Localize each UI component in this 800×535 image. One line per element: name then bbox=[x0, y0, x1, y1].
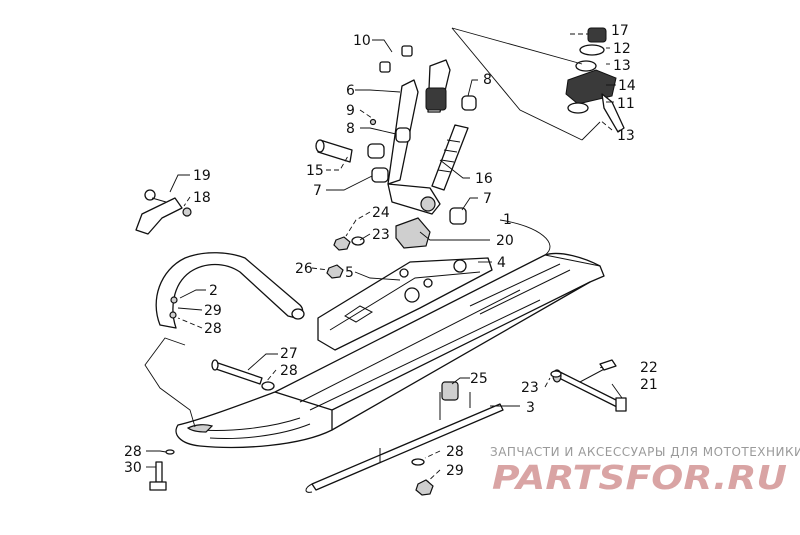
callout-24: 24 bbox=[372, 205, 390, 221]
spindle-housing bbox=[317, 257, 493, 351]
bushings bbox=[315, 45, 477, 225]
callout-labels: 10 6 9 8 8 15 7 7 16 17 12 13 14 11 13 1… bbox=[124, 23, 658, 479]
ski-body bbox=[175, 252, 605, 449]
ski-loop-handle bbox=[155, 252, 305, 329]
spring-link bbox=[431, 124, 469, 191]
callout-17: 17 bbox=[611, 23, 629, 39]
watermark-logo: PARTSFOR.RU bbox=[492, 458, 787, 497]
callout-13: 13 bbox=[613, 58, 631, 74]
callout-19: 19 bbox=[193, 168, 211, 184]
handle-bracket bbox=[135, 189, 192, 235]
callout-10: 10 bbox=[353, 33, 371, 49]
watermark: ЗАПЧАСТИ И АКСЕССУАРЫ ДЛЯ МОТОТЕХНИКИ PA… bbox=[490, 445, 800, 497]
callout-29: 29 bbox=[446, 463, 464, 479]
callout-28: 28 bbox=[124, 444, 142, 460]
callout-6: 6 bbox=[346, 83, 355, 99]
callout-3: 3 bbox=[526, 400, 535, 416]
callout-8: 8 bbox=[483, 72, 492, 88]
callout-12: 12 bbox=[613, 41, 631, 57]
callout-4: 4 bbox=[497, 255, 506, 271]
callout-29: 29 bbox=[204, 303, 222, 319]
callout-13: 13 bbox=[617, 128, 635, 144]
callout-18: 18 bbox=[193, 190, 211, 206]
callout-30: 30 bbox=[124, 460, 142, 476]
callout-21: 21 bbox=[640, 377, 658, 393]
callout-23: 23 bbox=[372, 227, 390, 243]
callout-14: 14 bbox=[618, 78, 636, 94]
callout-28: 28 bbox=[280, 363, 298, 379]
callout-28: 28 bbox=[446, 444, 464, 460]
callout-5: 5 bbox=[345, 265, 354, 281]
callout-2: 2 bbox=[209, 283, 218, 299]
callout-27: 27 bbox=[280, 346, 298, 362]
callout-9: 9 bbox=[346, 103, 355, 119]
watermark-tagline: ЗАПЧАСТИ И АКСЕССУАРЫ ДЛЯ МОТОТЕХНИКИ bbox=[490, 445, 800, 459]
reference-lines bbox=[144, 27, 601, 428]
callout-20: 20 bbox=[496, 233, 514, 249]
wear-bar bbox=[305, 392, 504, 493]
callout-28: 28 bbox=[204, 321, 222, 337]
callout-25: 25 bbox=[470, 371, 488, 387]
callout-11: 11 bbox=[617, 96, 635, 112]
callout-22: 22 bbox=[640, 360, 658, 376]
callout-26: 26 bbox=[295, 261, 313, 277]
wear-pad bbox=[395, 217, 431, 249]
callout-7: 7 bbox=[313, 183, 322, 199]
small-hardware bbox=[149, 359, 617, 496]
callout-16: 16 bbox=[475, 171, 493, 187]
callout-1: 1 bbox=[503, 212, 512, 228]
callout-23: 23 bbox=[521, 380, 539, 396]
nuts bbox=[326, 236, 365, 279]
damper-block bbox=[441, 381, 459, 401]
callout-7: 7 bbox=[483, 191, 492, 207]
callout-15: 15 bbox=[306, 163, 324, 179]
callout-8: 8 bbox=[346, 121, 355, 137]
